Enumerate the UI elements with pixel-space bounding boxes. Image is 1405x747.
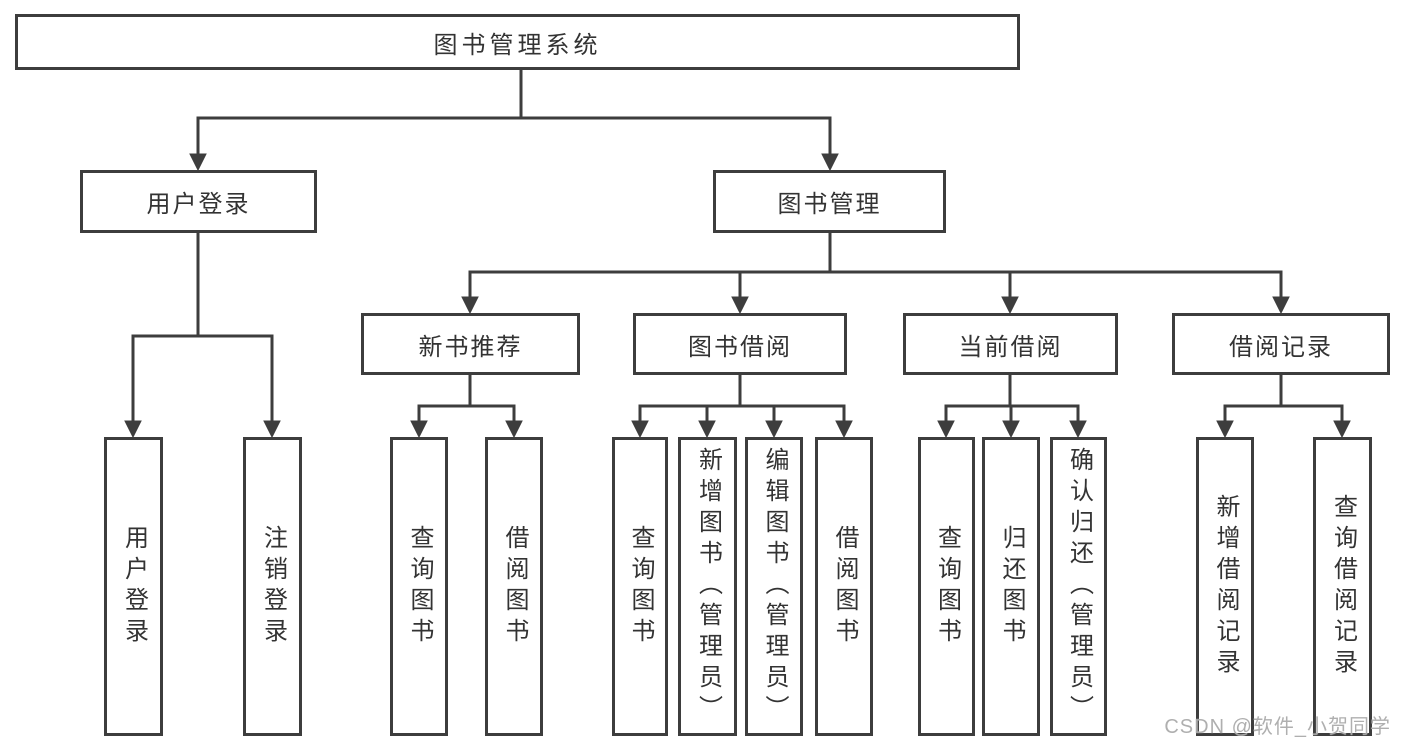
connector-root-to-level2 [189, 68, 839, 172]
leaf-borrow-books: 借阅图书 [815, 437, 873, 736]
connector-new-book-recommend-to-leaves [410, 375, 523, 439]
node-book-borrow: 图书借阅 [633, 313, 847, 375]
node-new-book-recommend: 新书推荐 [361, 313, 580, 375]
connector-book-borrow-to-leaves [631, 375, 853, 439]
connector-current-borrow-to-leaves [937, 375, 1087, 439]
leaf-query-borrow-record: 查询借阅记录 [1313, 437, 1372, 736]
leaf-query-books-borrow: 查询图书 [612, 437, 668, 736]
leaf-confirm-return-admin: 确认归还（管理员） [1050, 437, 1107, 736]
node-library-system: 图书管理系统 [15, 14, 1020, 70]
node-user-login: 用户登录 [80, 170, 317, 233]
leaf-edit-book-admin: 编辑图书（管理员） [745, 437, 803, 736]
leaf-logout: 注销登录 [243, 437, 302, 736]
csdn-watermark: CSDN @软件_小贺同学 [1164, 716, 1391, 738]
leaf-add-borrow-record: 新增借阅记录 [1196, 437, 1254, 736]
connector-borrow-records-to-leaves [1216, 375, 1351, 439]
leaf-user-login: 用户登录 [104, 437, 163, 736]
node-book-management: 图书管理 [713, 170, 946, 233]
node-current-borrow: 当前借阅 [903, 313, 1118, 375]
leaf-add-book-admin: 新增图书（管理员） [678, 437, 737, 736]
leaf-query-books-current: 查询图书 [918, 437, 975, 736]
leaf-return-book: 归还图书 [982, 437, 1040, 736]
node-borrow-records: 借阅记录 [1172, 313, 1390, 375]
connector-book-management-to-level3 [461, 233, 1290, 315]
leaf-borrow-books-recommend: 借阅图书 [485, 437, 543, 736]
leaf-query-books-recommend: 查询图书 [390, 437, 448, 736]
connector-user-login-to-leaves [124, 233, 281, 439]
